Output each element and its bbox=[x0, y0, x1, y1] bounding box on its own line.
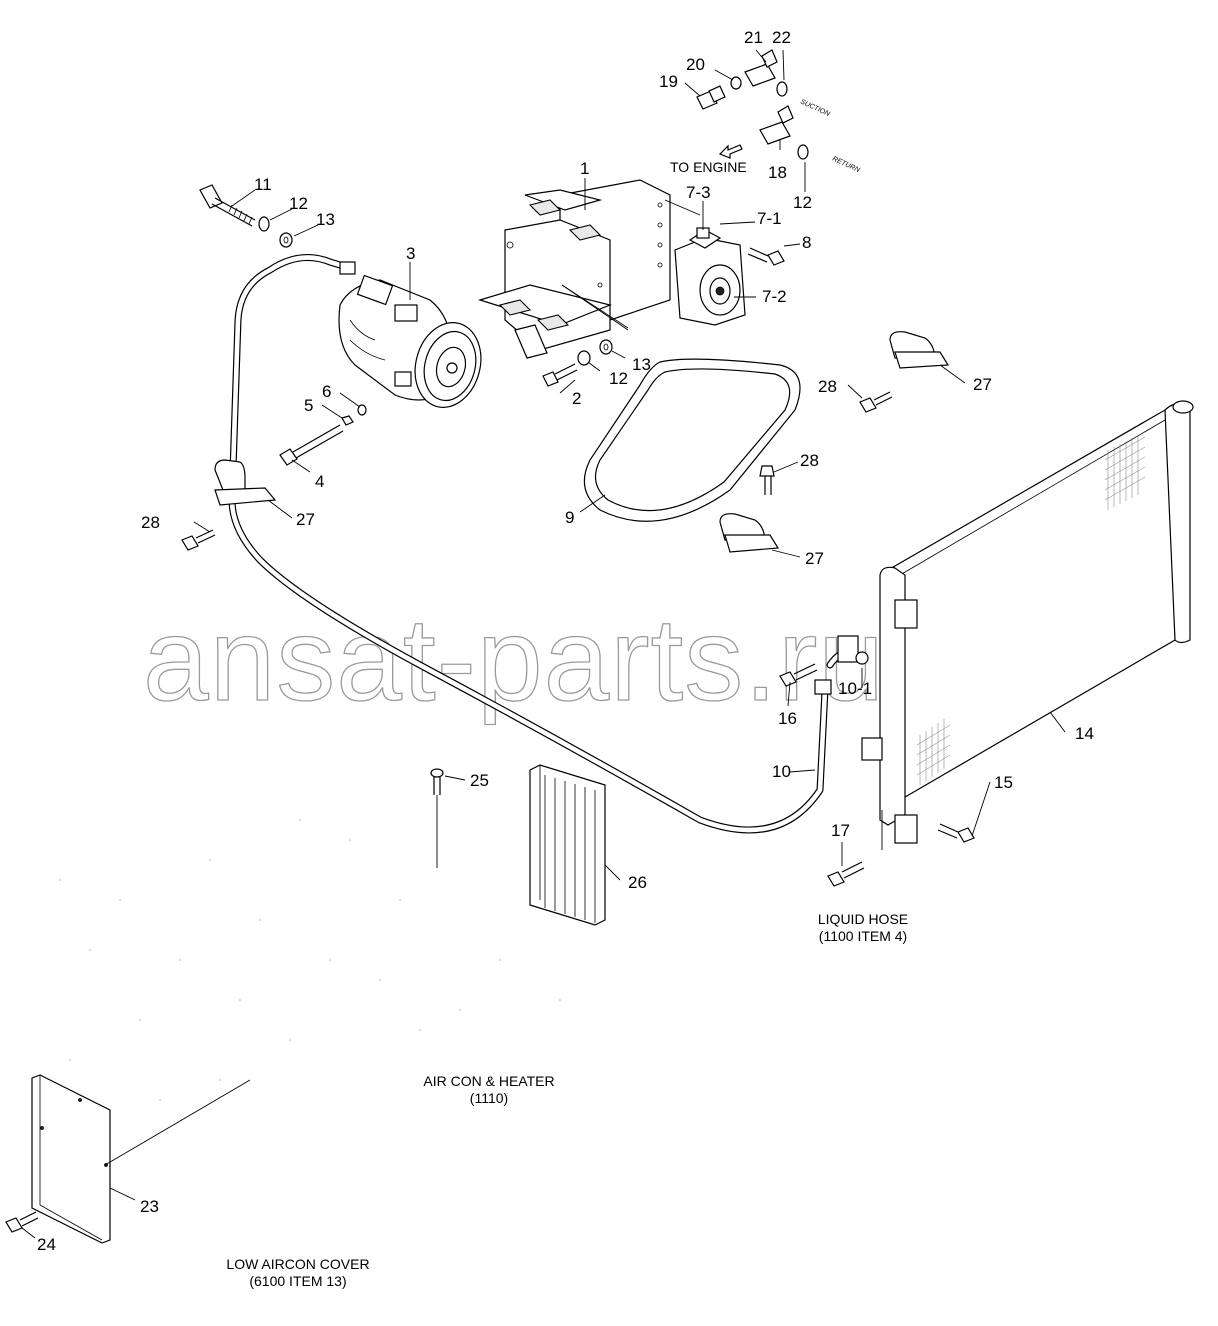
callout-27-b: 27 bbox=[973, 375, 992, 394]
note-to-engine: TO ENGINE bbox=[670, 159, 747, 175]
clamp-part-27 bbox=[214, 331, 950, 553]
callout-7-2: 7-2 bbox=[762, 287, 787, 306]
note-suction: SUCTION bbox=[799, 98, 831, 118]
callout-8: 8 bbox=[802, 233, 811, 252]
callout-12-c: 12 bbox=[793, 193, 812, 212]
note-liquid-hose: LIQUID HOSE bbox=[818, 911, 908, 927]
callout-22: 22 bbox=[772, 28, 791, 47]
callout-9: 9 bbox=[565, 508, 574, 527]
callout-28-a: 28 bbox=[141, 513, 160, 532]
note-liquid-hose-ref: (1100 ITEM 4) bbox=[819, 928, 907, 944]
callout-11: 11 bbox=[254, 175, 272, 194]
callout-6: 6 bbox=[322, 382, 331, 401]
callout-15: 15 bbox=[994, 773, 1013, 792]
compressor-part-3 bbox=[338, 274, 482, 408]
suction-hose bbox=[228, 254, 869, 834]
callout-12-b: 12 bbox=[609, 369, 628, 388]
callout-4: 4 bbox=[315, 472, 324, 491]
callout-28-b: 28 bbox=[818, 377, 837, 396]
note-air-con-heater-ref: (1110) bbox=[470, 1090, 508, 1106]
callout-28-c: 28 bbox=[800, 451, 819, 470]
callout-26: 26 bbox=[628, 873, 647, 892]
callout-1: 1 bbox=[580, 159, 589, 178]
callout-2: 2 bbox=[572, 389, 581, 408]
callout-labels: 1 2 3 4 5 6 7-1 7-2 7-3 8 9 10 10-1 11 1… bbox=[37, 28, 1094, 1254]
tensioner-part-7 bbox=[674, 227, 746, 326]
callout-21: 21 bbox=[744, 28, 763, 47]
callout-12-a: 12 bbox=[289, 194, 308, 213]
filter-part-26 bbox=[529, 764, 606, 926]
bracket-part-1 bbox=[477, 179, 671, 359]
fasteners-group bbox=[5, 184, 975, 1233]
callout-10-1: 10-1 bbox=[838, 679, 872, 698]
callout-17: 17 bbox=[831, 821, 850, 840]
callout-18: 18 bbox=[768, 163, 787, 182]
callout-25: 25 bbox=[470, 771, 489, 790]
callout-7-3: 7-3 bbox=[686, 183, 711, 202]
leader-lines bbox=[21, 49, 1066, 1239]
callout-23: 23 bbox=[140, 1197, 159, 1216]
belt-part-9 bbox=[583, 358, 801, 522]
cover-part-23 bbox=[31, 1074, 111, 1244]
note-return: RETURN bbox=[831, 155, 861, 174]
callout-20: 20 bbox=[686, 55, 705, 74]
note-low-aircon-cover-ref: (6100 ITEM 13) bbox=[249, 1273, 346, 1289]
notes: TO ENGINE SUCTION RETURN LIQUID HOSE (11… bbox=[226, 98, 908, 1289]
callout-7-1: 7-1 bbox=[757, 209, 782, 228]
fittings-group bbox=[696, 49, 809, 160]
callout-13-a: 13 bbox=[316, 210, 335, 229]
callout-24: 24 bbox=[37, 1235, 56, 1254]
note-air-con-heater: AIR CON & HEATER bbox=[423, 1073, 554, 1089]
callout-16: 16 bbox=[778, 709, 797, 728]
background-speckle bbox=[59, 819, 561, 1101]
callout-14: 14 bbox=[1075, 724, 1094, 743]
watermark: ansat-parts.ru bbox=[143, 594, 885, 726]
callout-3: 3 bbox=[406, 244, 415, 263]
callout-27-a: 27 bbox=[296, 510, 315, 529]
note-low-aircon-cover: LOW AIRCON COVER bbox=[226, 1256, 369, 1272]
callout-19: 19 bbox=[659, 72, 678, 91]
callout-27-c: 27 bbox=[805, 549, 824, 568]
callout-5: 5 bbox=[304, 396, 313, 415]
callout-10: 10 bbox=[772, 762, 791, 781]
callout-13-b: 13 bbox=[632, 355, 651, 374]
condenser-part-14 bbox=[861, 400, 1194, 844]
